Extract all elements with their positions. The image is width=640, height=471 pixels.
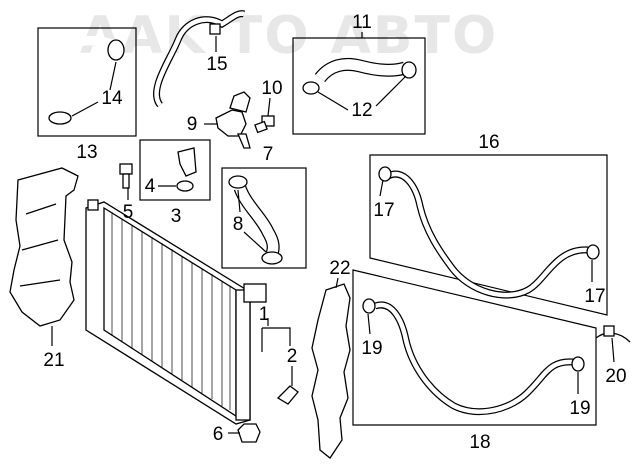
clamp-14-bottom	[48, 111, 72, 125]
clamp-8-top	[228, 175, 248, 189]
callout-10: 10	[261, 78, 282, 99]
bolt-5	[119, 163, 133, 189]
callout-19-right: 19	[569, 398, 590, 419]
box-hose-7	[221, 167, 307, 269]
box-overflow-hose-16	[369, 154, 608, 316]
callout-1: 1	[259, 304, 270, 325]
hose-11	[302, 57, 417, 95]
box-upper-hose-13	[37, 27, 137, 137]
box-hose-11	[292, 37, 426, 135]
callout-8: 8	[233, 214, 244, 235]
callout-13: 13	[76, 142, 97, 163]
callout-3: 3	[171, 206, 182, 227]
callout-15: 15	[206, 54, 227, 75]
callout-16: 16	[478, 132, 499, 153]
clamp-17-right	[586, 244, 600, 260]
clamp-14-top	[107, 39, 125, 61]
callout-17-top: 17	[373, 200, 394, 221]
callout-5: 5	[123, 202, 134, 223]
callout-labels: 1 2 3 4 5 6 7 8 9 10 11 12 13 14 15 16 1…	[43, 12, 626, 453]
watermark: AAK TO ABTO	[80, 6, 499, 66]
hose-15	[153, 10, 246, 108]
clamp-12-right	[401, 61, 417, 79]
upper-hose-13	[48, 35, 125, 125]
cushion-6	[237, 423, 261, 443]
callout-18: 18	[469, 432, 490, 453]
box-bracket-3	[139, 139, 211, 201]
callout-12: 12	[351, 100, 372, 121]
callout-21: 21	[43, 350, 64, 371]
clip-20	[595, 325, 631, 343]
clamp-12-left	[302, 81, 320, 95]
callout-11: 11	[352, 12, 372, 33]
clamp-15	[209, 23, 221, 35]
callout-2: 2	[287, 346, 298, 367]
air-guide-21	[9, 167, 79, 327]
grommet-4	[176, 180, 194, 192]
callout-20: 20	[605, 366, 626, 387]
clamp-19-right	[571, 356, 585, 372]
drain-cock-2	[276, 385, 299, 405]
clamp-8-bottom	[261, 251, 283, 265]
bolt-10	[254, 115, 275, 134]
clamp-17-top	[378, 166, 392, 182]
callout-19-left: 19	[361, 338, 382, 359]
callout-4: 4	[145, 176, 156, 197]
overflow-hose-16	[378, 166, 600, 299]
bracket-3	[176, 147, 197, 192]
callout-7: 7	[263, 144, 274, 165]
radiator	[85, 199, 267, 425]
callout-14: 14	[101, 88, 123, 109]
callout-22: 22	[329, 258, 350, 279]
overflow-hose-18	[362, 298, 585, 416]
callout-17-right: 17	[584, 286, 605, 307]
side-seal-22	[311, 283, 351, 459]
clamp-19-left	[362, 298, 376, 314]
lower-hose-7	[228, 175, 283, 265]
callout-6: 6	[213, 424, 224, 445]
leader-lines	[51, 32, 615, 434]
water-outlet-9	[215, 91, 251, 149]
box-overflow-hose-18	[352, 269, 597, 426]
callout-9: 9	[187, 114, 198, 135]
